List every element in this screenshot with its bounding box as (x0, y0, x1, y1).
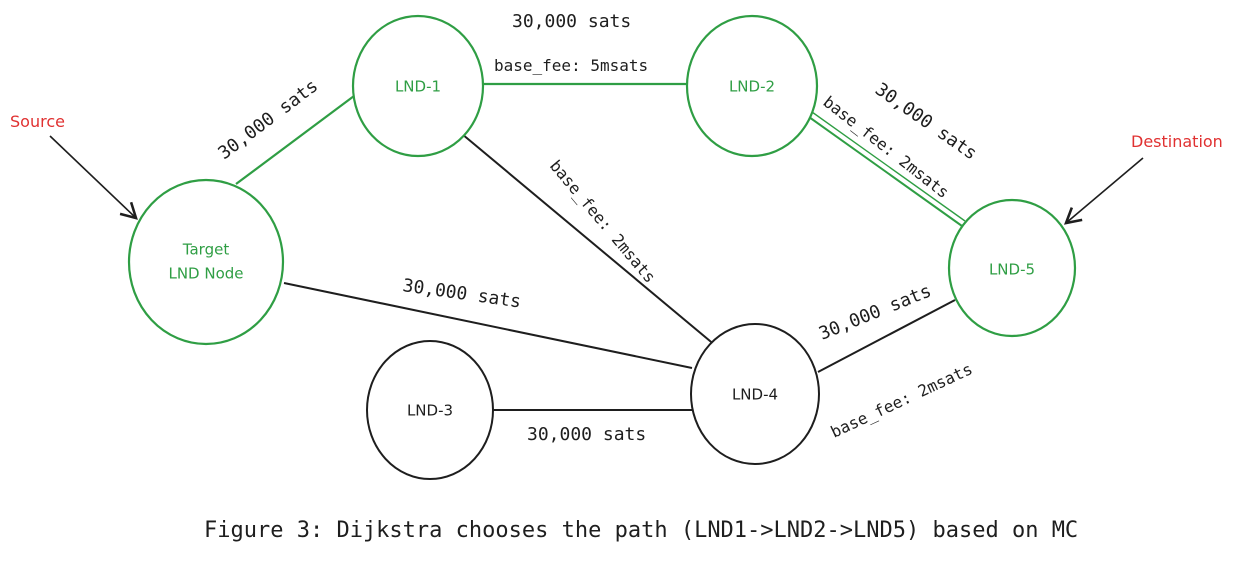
edge-lnd2-lnd5-a (808, 116, 963, 227)
edge-label-lnd2-lnd5-fee: base_fee: 2msats (820, 92, 953, 202)
edge-label-lnd1-lnd2-capacity: 30,000 sats (512, 11, 631, 32)
source-arrow (49, 135, 138, 220)
node-lnd2-label: LND-2 (729, 78, 775, 96)
edge-label-lnd1-lnd2-fee: base_fee: 5msats (494, 56, 648, 75)
node-target-label-line2: LND Node (168, 265, 243, 283)
source-annotation: Source (10, 112, 65, 131)
edge-target-lnd1 (235, 95, 355, 185)
destination-arrow (1063, 157, 1144, 225)
edge-label-target-lnd1-capacity: 30,000 sats (214, 75, 322, 164)
node-lnd3: LND-3 (366, 340, 494, 480)
edge-label-lnd3-lnd4-capacity: 30,000 sats (527, 424, 646, 445)
figure-caption: Figure 3: Dijkstra chooses the path (LND… (204, 518, 1079, 543)
node-lnd2: LND-2 (685, 14, 819, 158)
edge-label-lnd4-lnd5-fee: base_fee: 2msats (828, 359, 976, 441)
node-lnd3-label: LND-3 (407, 402, 453, 420)
destination-annotation: Destination (1131, 132, 1223, 151)
edge-label-target-lnd4-capacity: 30,000 sats (401, 275, 522, 312)
node-lnd5-label: LND-5 (989, 261, 1035, 279)
edge-lnd2-lnd5-b (811, 111, 966, 222)
edge-lnd1-lnd4 (461, 133, 717, 347)
edge-label-lnd1-lnd4-fee: base_fee: 2msats (546, 156, 660, 286)
node-lnd4-label: LND-4 (732, 386, 778, 404)
edge-lnd4-lnd5 (817, 299, 956, 373)
node-target-label-line1: Target (182, 241, 230, 259)
node-lnd5: LND-5 (947, 198, 1077, 338)
node-lnd4: LND-4 (690, 323, 820, 465)
node-lnd1-label: LND-1 (395, 78, 441, 96)
edge-label-lnd4-lnd5-capacity: 30,000 sats (816, 281, 934, 345)
edge-target-lnd4 (283, 282, 693, 369)
node-lnd1: LND-1 (351, 14, 485, 158)
node-target: Target LND Node (127, 178, 285, 346)
